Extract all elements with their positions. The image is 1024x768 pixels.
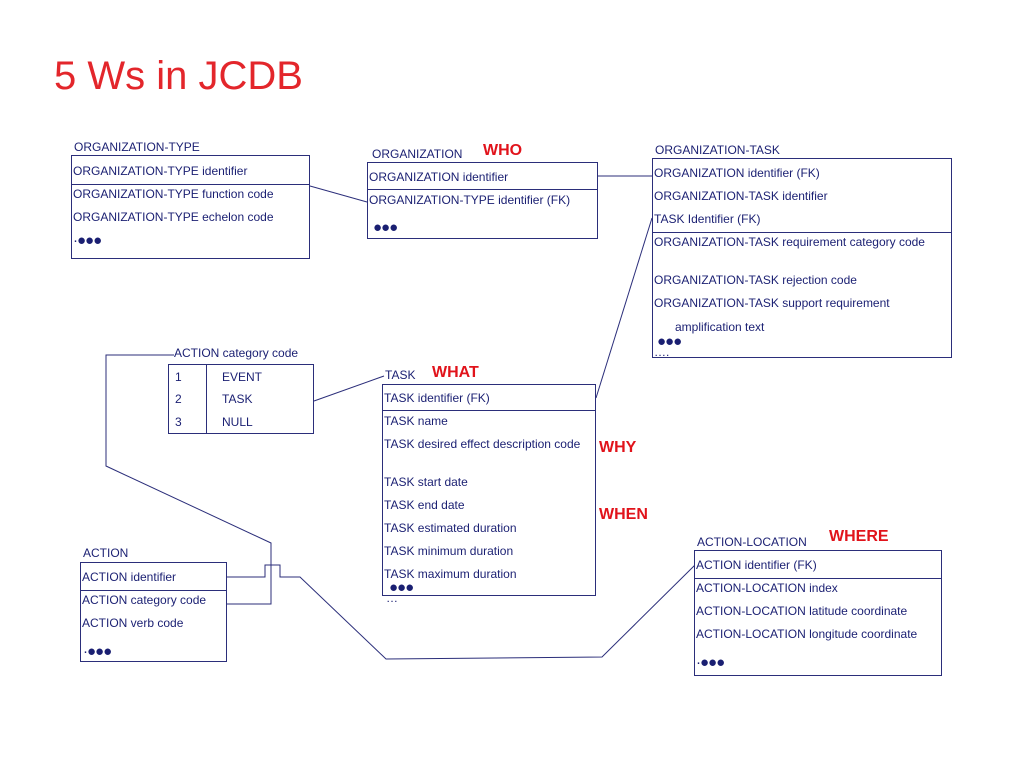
key-divider bbox=[368, 189, 597, 190]
organization-type-entity: ORGANIZATION-TYPE identifier ORGANIZATIO… bbox=[71, 155, 310, 259]
task-attribute: TASK start date bbox=[384, 475, 468, 489]
organization-entity-name: ORGANIZATION bbox=[372, 147, 463, 161]
more-attributes-dots: ·●●● bbox=[73, 232, 102, 249]
task-attribute: TASK name bbox=[384, 414, 448, 428]
category-code-value: 1 bbox=[175, 370, 182, 384]
organization-task-attribute: ORGANIZATION-TASK rejection code bbox=[654, 273, 857, 287]
action-location-attribute: ACTION-LOCATION latitude coordinate bbox=[696, 604, 908, 618]
task-attribute: TASK maximum duration bbox=[384, 567, 517, 581]
organization-task-attribute: ORGANIZATION-TASK identifier bbox=[654, 189, 828, 203]
task-attribute: TASK end date bbox=[384, 498, 465, 512]
action-attribute: ACTION verb code bbox=[82, 616, 184, 630]
organization-task-attribute: ORGANIZATION-TASK support requirement bbox=[654, 296, 890, 310]
category-code-label: EVENT bbox=[222, 370, 263, 384]
organization-entity: ORGANIZATION identifier ORGANIZATION-TYP… bbox=[367, 162, 598, 239]
organization-task-entity: ORGANIZATION identifier (FK) ORGANIZATIO… bbox=[652, 158, 952, 358]
more-attributes-dots: ●●● bbox=[389, 579, 414, 596]
where-tag: WHERE bbox=[829, 528, 889, 545]
who-tag: WHO bbox=[483, 142, 523, 159]
key-divider bbox=[72, 184, 309, 185]
organization-type-attribute: ORGANIZATION-TYPE identifier bbox=[73, 164, 248, 178]
organization-task-attribute: ORGANIZATION-TASK requirement category c… bbox=[654, 235, 925, 249]
what-tag: WHAT bbox=[432, 364, 479, 381]
page-title: 5 Ws in JCDB bbox=[54, 54, 303, 98]
key-divider bbox=[695, 578, 941, 579]
link-category-task bbox=[313, 375, 385, 402]
more-attributes-dots: ●●● bbox=[657, 333, 682, 350]
task-attribute: TASK minimum duration bbox=[384, 544, 514, 558]
task-entity: TASK identifier (FK) TASK name TASK desi… bbox=[382, 384, 596, 604]
organization-attribute: ORGANIZATION-TYPE identifier (FK) bbox=[369, 193, 571, 207]
more-attributes-dots: ·●●● bbox=[696, 654, 725, 671]
action-location-attribute: ACTION-LOCATION index bbox=[696, 581, 838, 595]
organization-task-attribute: TASK Identifier (FK) bbox=[654, 212, 761, 226]
organization-attribute: ORGANIZATION identifier bbox=[369, 170, 509, 184]
action-location-attribute: ACTION-LOCATION longitude coordinate bbox=[696, 627, 918, 641]
action-attribute: ACTION category code bbox=[82, 593, 207, 607]
category-code-value: 2 bbox=[175, 392, 182, 406]
category-code-label: TASK bbox=[222, 392, 253, 406]
more-attributes-ellipsis: …. bbox=[654, 345, 670, 359]
category-code-value: 3 bbox=[175, 415, 182, 429]
more-attributes-ellipsis: … bbox=[386, 591, 398, 605]
task-attribute: TASK desired effect description code bbox=[384, 437, 581, 451]
when-tag: WHEN bbox=[599, 506, 648, 523]
more-attributes-dots: ·●●● bbox=[83, 643, 112, 660]
organization-type-entity-name: ORGANIZATION-TYPE bbox=[74, 140, 200, 154]
key-divider bbox=[383, 410, 595, 411]
more-attributes-dots: ●●● bbox=[373, 219, 398, 236]
key-divider bbox=[653, 232, 951, 233]
key-divider bbox=[81, 590, 226, 591]
action-entity-name: ACTION bbox=[83, 546, 129, 560]
task-entity-name: TASK bbox=[385, 368, 416, 382]
task-attribute: TASK estimated duration bbox=[384, 521, 517, 535]
link-orgtype-organization bbox=[309, 185, 368, 203]
action-attribute: ACTION identifier bbox=[82, 570, 177, 584]
link-action-location bbox=[227, 564, 696, 660]
action-entity: ACTION identifier ACTION category code A… bbox=[80, 562, 227, 662]
link-task-orgtask bbox=[595, 217, 653, 399]
organization-task-entity-name: ORGANIZATION-TASK bbox=[655, 143, 780, 157]
organization-task-attribute: ORGANIZATION identifier (FK) bbox=[654, 166, 820, 180]
action-location-attribute: ACTION identifier (FK) bbox=[696, 558, 817, 572]
action-location-entity-name: ACTION-LOCATION bbox=[697, 535, 807, 549]
code-column-divider bbox=[206, 365, 207, 433]
organization-type-attribute: ORGANIZATION-TYPE echelon code bbox=[73, 210, 274, 224]
link-category-action bbox=[105, 354, 272, 605]
organization-type-attribute: ORGANIZATION-TYPE function code bbox=[73, 187, 274, 201]
action-category-code-name: ACTION category code bbox=[174, 346, 299, 360]
category-code-label: NULL bbox=[222, 415, 253, 429]
action-category-code-table: 1 EVENT 2 TASK 3 NULL bbox=[168, 364, 314, 434]
task-attribute: TASK identifier (FK) bbox=[384, 391, 490, 405]
action-location-entity: ACTION identifier (FK) ACTION-LOCATION i… bbox=[694, 550, 942, 676]
why-tag: WHY bbox=[599, 439, 637, 456]
organization-task-attribute: amplification text bbox=[675, 320, 765, 334]
